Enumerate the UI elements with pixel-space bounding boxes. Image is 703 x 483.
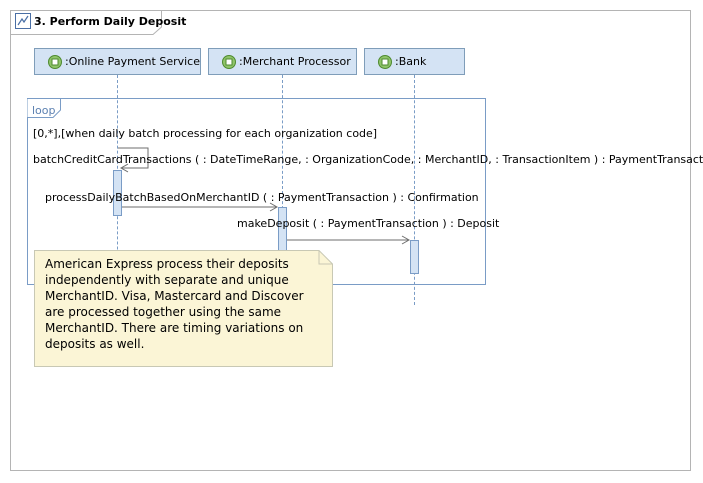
lifeline-line-merchant-processor xyxy=(282,75,283,305)
frame-title-tab xyxy=(10,10,162,35)
lifeline-label: :Merchant Processor xyxy=(239,55,351,68)
note-text: American Express process their deposits … xyxy=(45,257,304,351)
sequence-diagram-icon xyxy=(15,13,31,29)
lifeline-line-bank xyxy=(414,75,415,305)
comment-note[interactable] xyxy=(34,250,333,367)
loop-operator-tab xyxy=(27,98,61,118)
lifeline-label: :Online Payment Service xyxy=(65,55,200,68)
loop-guard: [0,*],[when daily batch processing for e… xyxy=(33,127,378,140)
diagram-title: 3. Perform Daily Deposit xyxy=(34,15,187,28)
message-batch-credit-card-transactions[interactable]: batchCreditCardTransactions ( : DateTime… xyxy=(33,153,703,166)
message-make-deposit[interactable]: makeDeposit ( : PaymentTransaction ) : D… xyxy=(237,217,500,230)
activation-online-payment-service[interactable] xyxy=(113,170,122,216)
lifeline-online-payment-service[interactable]: :Online Payment Service xyxy=(34,48,201,75)
component-icon xyxy=(222,55,236,69)
component-icon xyxy=(378,55,392,69)
loop-operator-label: loop xyxy=(32,104,56,117)
lifeline-merchant-processor[interactable]: :Merchant Processor xyxy=(208,48,357,75)
activation-bank[interactable] xyxy=(410,240,419,274)
lifeline-bank[interactable]: :Bank xyxy=(364,48,465,75)
message-process-daily-batch[interactable]: processDailyBatchBasedOnMerchantID ( : P… xyxy=(45,191,479,204)
lifeline-label: :Bank xyxy=(395,55,427,68)
component-icon xyxy=(48,55,62,69)
diagram-frame xyxy=(10,10,691,471)
